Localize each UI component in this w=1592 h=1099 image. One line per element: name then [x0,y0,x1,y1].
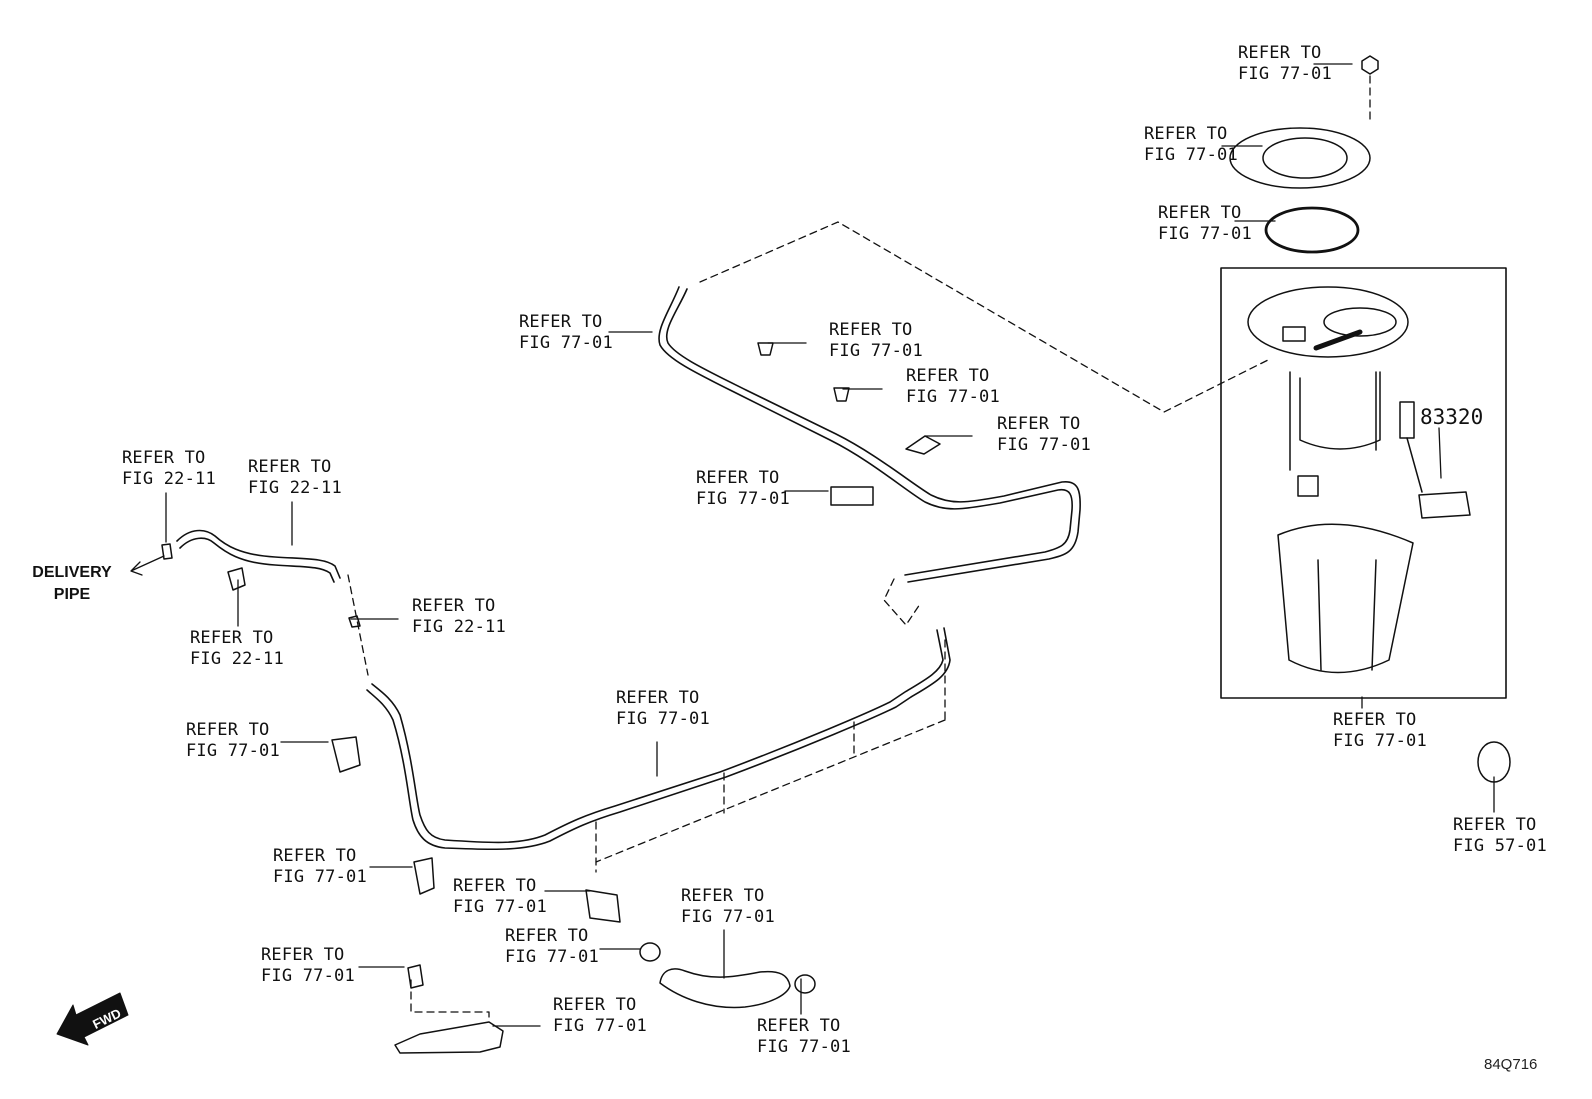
components [56,55,1511,1054]
illustration-id: 84Q716 [1484,1056,1538,1073]
part-number-83320[interactable]: 83320 [1420,405,1484,429]
dashed-lines [347,75,1371,1023]
fuel-main-line [176,286,1081,851]
